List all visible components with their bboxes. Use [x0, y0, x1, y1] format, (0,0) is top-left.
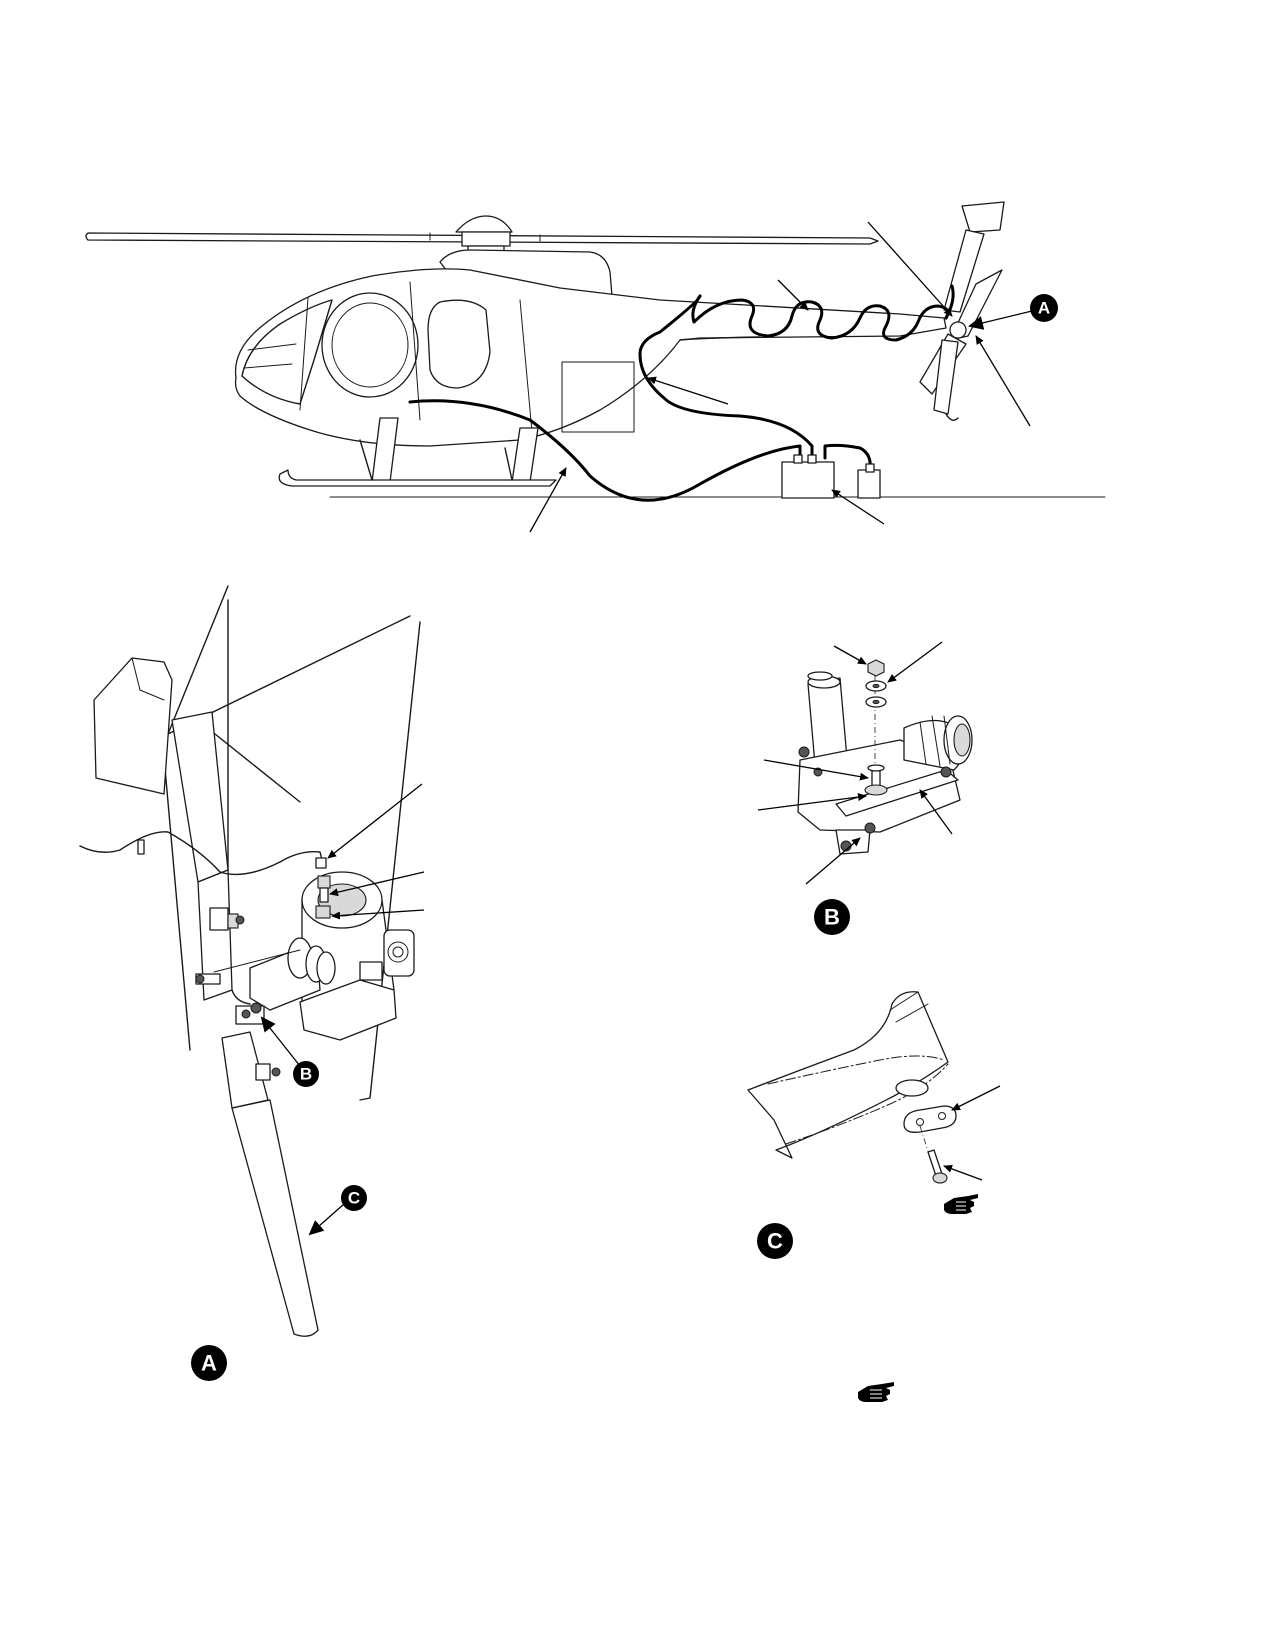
leader-spacer: [757, 793, 867, 811]
balance-weight: [903, 1105, 957, 1133]
leader-boom: [647, 376, 729, 405]
callout-a-view: A: [191, 1345, 227, 1381]
pointing-hand-icon: [944, 1194, 978, 1214]
pitch-change-hub: [195, 937, 336, 1025]
blade-root: [747, 991, 949, 1159]
pointing-hand-icon: [858, 1382, 894, 1402]
svg-text:A: A: [201, 1351, 217, 1376]
svg-text:C: C: [767, 1229, 783, 1254]
svg-text:A: A: [1038, 299, 1050, 318]
test-set-box-small: [857, 469, 881, 499]
callout-b-on-a: B: [293, 1061, 319, 1087]
vertical-fin-tip: [93, 657, 173, 795]
svg-text:B: B: [300, 1065, 312, 1084]
cable-coil: [692, 298, 950, 342]
leader-clamp: [919, 789, 953, 835]
windshield: [241, 299, 333, 405]
leader-fitting-upper: [329, 871, 425, 897]
detail-c-view: C: [747, 991, 1001, 1259]
leader-stud: [763, 759, 869, 781]
front-window: [321, 292, 419, 398]
leader-coil: [777, 279, 809, 311]
callout-c-view: C: [757, 1223, 793, 1259]
test-cable-tail: [638, 294, 814, 460]
detail-b-view: B: [757, 641, 973, 935]
svg-text:C: C: [348, 1189, 360, 1208]
detail-a-view: B C A: [79, 585, 425, 1381]
engine-fairing: [439, 249, 613, 297]
nut: [867, 659, 885, 677]
detail-a-pointer: [968, 310, 1033, 330]
leader-test-set: [831, 489, 885, 525]
leader-weight: [951, 1085, 1001, 1111]
rear-window: [427, 299, 491, 389]
landing-skids: [278, 417, 557, 487]
svg-text:B: B: [824, 905, 840, 930]
callout-a-main: A: [1030, 294, 1058, 322]
sensor-wire: [79, 831, 323, 876]
leader-screw: [943, 1165, 983, 1181]
leader-fitting-lower: [331, 909, 425, 920]
leader-nut: [833, 645, 867, 665]
leader-sensor-wire: [327, 783, 423, 859]
callout-b-view: B: [814, 899, 850, 935]
test-cable-main: [408, 399, 802, 502]
leader-washer: [887, 641, 943, 683]
leader-main-cable: [529, 467, 567, 533]
test-set-box: [781, 461, 835, 499]
leader-bolt: [805, 837, 861, 885]
tail-rotor-blade-lower: [231, 1099, 319, 1337]
helicopter-side-view: A: [85, 201, 1106, 533]
screw: [927, 1149, 943, 1177]
detail-c-pointer: [308, 1203, 345, 1236]
detail-b-pointer: [260, 1016, 301, 1067]
leader-tail-cable: [867, 221, 953, 317]
leader-tail-rotor: [975, 335, 1031, 427]
callout-c-on-a: C: [341, 1185, 367, 1211]
tail-section: [919, 201, 1005, 421]
